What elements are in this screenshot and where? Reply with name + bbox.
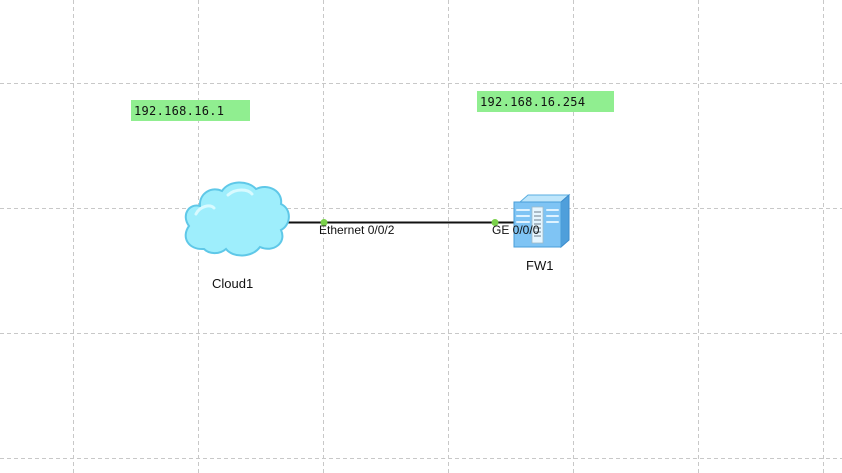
ip-label-cloud1[interactable]: 192.168.16.1 bbox=[131, 100, 250, 121]
ip-label-background bbox=[131, 100, 250, 121]
ip-label-text: 192.168.16.1 bbox=[134, 104, 224, 118]
ip-label-text: 192.168.16.254 bbox=[480, 95, 585, 109]
link-cloud1-fw1[interactable] bbox=[286, 219, 520, 226]
port-indicator-ge-0-0-0 bbox=[491, 219, 499, 226]
ip-label-fw1[interactable]: 192.168.16.254 bbox=[477, 91, 614, 112]
port-label-ethernet-0-0-2: Ethernet 0/0/2 bbox=[319, 223, 395, 237]
cloud-icon bbox=[184, 181, 290, 257]
ip-label-background bbox=[477, 91, 614, 112]
device-label-cloud1: Cloud1 bbox=[212, 276, 253, 291]
device-fw1[interactable]: FW1 bbox=[513, 193, 571, 273]
firewall-icon bbox=[513, 193, 571, 249]
port-label-ge-0-0-0: GE 0/0/0 bbox=[492, 223, 540, 237]
port-indicator-ethernet-0-0-2 bbox=[320, 219, 328, 226]
device-label-fw1: FW1 bbox=[526, 258, 553, 273]
device-cloud1[interactable]: Cloud1 bbox=[184, 181, 290, 291]
